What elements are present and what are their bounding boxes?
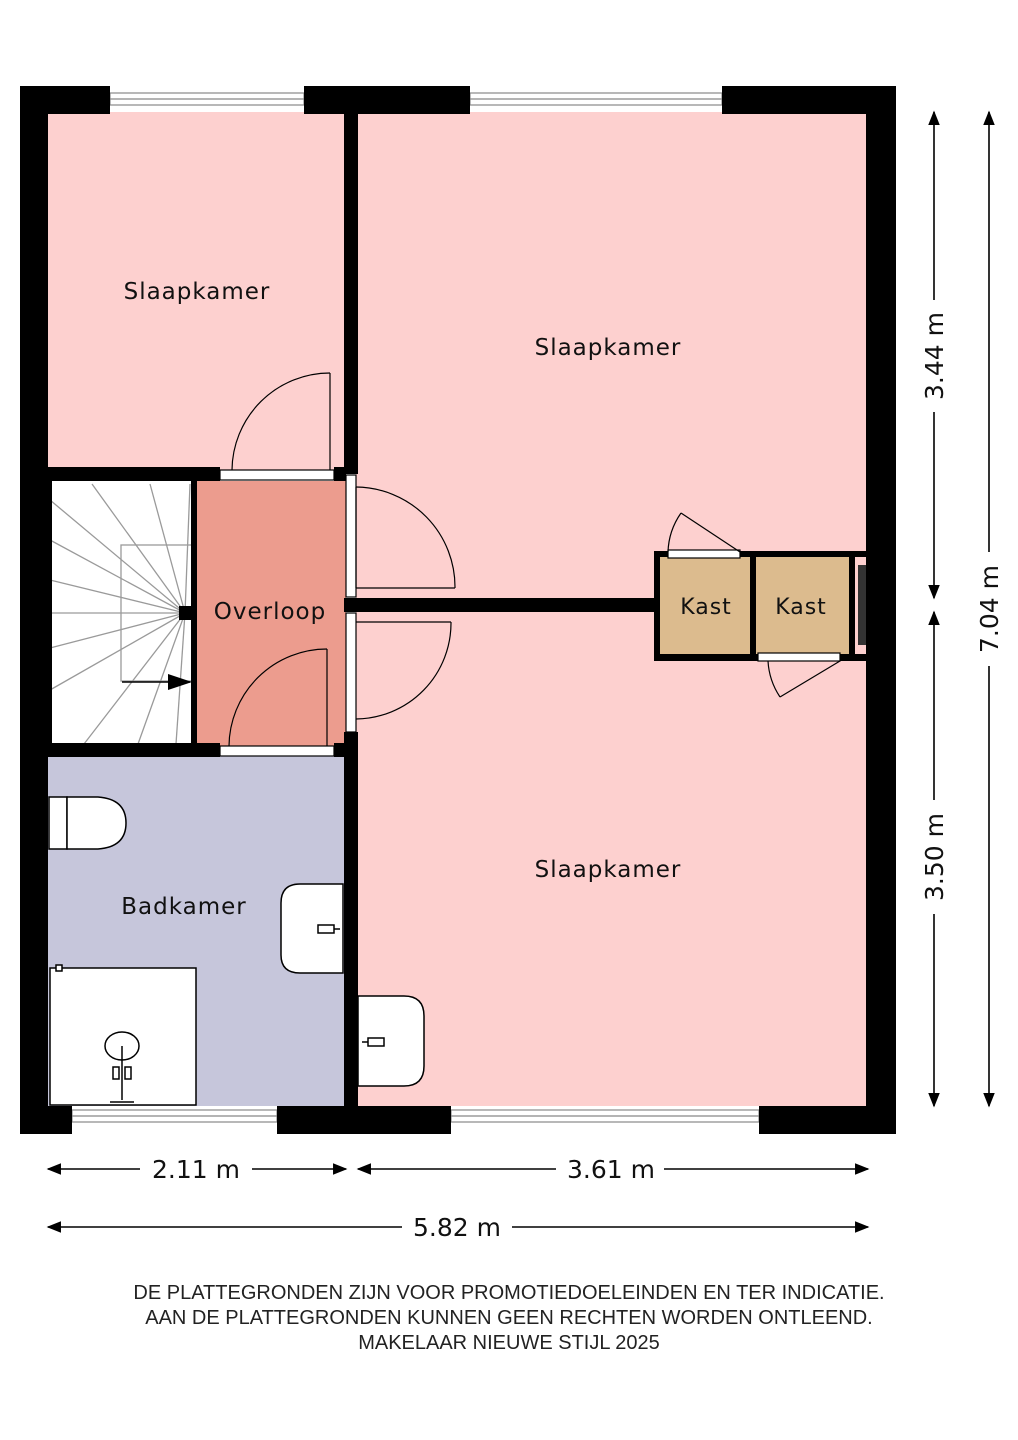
dimension-width-total: 5.82 m xyxy=(413,1213,501,1242)
room-kast-left xyxy=(659,557,753,654)
dimension-height-bottom: 3.50 m xyxy=(920,813,949,901)
dimension-width-right: 3.61 m xyxy=(567,1155,655,1184)
door-swing-icon xyxy=(219,372,841,757)
label-slaapkamer-top-right: Slaapkamer xyxy=(535,335,682,361)
disclaimer-line-3: MAKELAAR NIEUWE STIJL 2025 xyxy=(358,1332,660,1354)
stair-arrow-head xyxy=(168,674,192,690)
toilet-icon xyxy=(48,796,127,850)
dimension-height-top: 3.44 m xyxy=(920,312,949,400)
outer-walls xyxy=(20,86,896,1134)
dimension-width-left: 2.11 m xyxy=(152,1155,240,1184)
staircase-icon xyxy=(49,483,194,745)
dimension-height-total: 7.04 m xyxy=(975,565,1004,653)
label-overloop: Overloop xyxy=(214,599,326,625)
label-badkamer: Badkamer xyxy=(121,894,247,920)
room-slaapkamer-top-left xyxy=(46,112,346,470)
room-kast-right xyxy=(755,557,849,654)
room-overloop xyxy=(196,481,346,747)
interior-walls xyxy=(46,112,866,1108)
label-kast-left: Kast xyxy=(680,595,732,620)
disclaimer: DE PLATTEGRONDEN ZIJN VOOR PROMOTIEDOELE… xyxy=(0,1281,1018,1356)
disclaimer-line-2: AAN DE PLATTEGRONDEN KUNNEN GEEN RECHTEN… xyxy=(145,1307,873,1329)
sink-icon xyxy=(280,883,344,974)
dimension-arrow-icon xyxy=(46,110,995,1233)
label-slaapkamer-bottom-right: Slaapkamer xyxy=(535,857,682,883)
label-slaapkamer-top-left: Slaapkamer xyxy=(124,279,271,305)
sink-icon xyxy=(357,995,425,1087)
shower-icon xyxy=(49,964,197,1106)
floor-plan: Slaapkamer Slaapkamer Slaapkamer Overloo… xyxy=(20,86,1004,1242)
disclaimer-line-1: DE PLATTEGRONDEN ZIJN VOOR PROMOTIEDOELE… xyxy=(133,1282,885,1304)
stair-post xyxy=(179,606,193,620)
label-kast-right: Kast xyxy=(775,595,827,620)
